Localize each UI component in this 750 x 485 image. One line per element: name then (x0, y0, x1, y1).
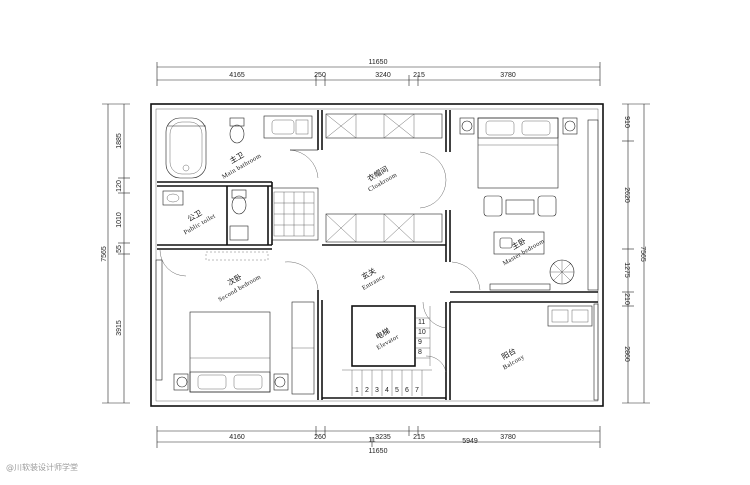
top-dim-3: 3240 (375, 72, 391, 79)
left-dim-5: 3915 (116, 320, 123, 336)
bottom-dim-extra-2: 11 (368, 437, 375, 444)
top-dim-1: 4165 (229, 72, 245, 79)
bottom-dim-3: 3235 (375, 434, 391, 441)
desk (493, 231, 545, 255)
master-bed (477, 117, 559, 189)
bottom-dim-extra-1: 5949 (462, 438, 478, 445)
public-toilet (162, 187, 319, 261)
plant-icon (549, 259, 575, 285)
tv-cabinet (489, 283, 551, 291)
top-dim-5: 3780 (500, 72, 516, 79)
stair-num-11: 11 (418, 319, 425, 326)
left-dim-3: 1010 (116, 212, 123, 228)
bottom-dim-1: 4160 (229, 434, 245, 441)
window-master (587, 119, 599, 291)
window-second (155, 259, 163, 381)
toilet-tank (229, 117, 245, 127)
left-total-dim: 7565 (101, 246, 108, 262)
toilet (229, 124, 245, 144)
laundry-sink (547, 305, 593, 327)
right-dim-2: 2620 (623, 187, 630, 203)
stair-num-4: 4 (385, 387, 389, 394)
stair-num-10: 10 (418, 329, 426, 336)
second-bed (189, 311, 271, 393)
top-total-dim: 11650 (369, 59, 388, 66)
second-bedroom-furniture (155, 259, 315, 395)
stair-num-7: 7 (415, 387, 419, 394)
shower-tiles (273, 191, 315, 237)
entrance-stairs: 11 10 9 8 1 2 3 4 5 6 7 (342, 306, 432, 396)
washbasin (162, 190, 184, 206)
sink-2 (229, 225, 249, 241)
master-bedroom-furniture (459, 117, 599, 291)
vanity (263, 115, 313, 139)
bottom-dimensions: 4160 260 3235 215 3780 5949 11 11650 (156, 426, 601, 455)
balcony-furniture (547, 303, 599, 401)
bottom-dim-4: 215 (413, 434, 425, 441)
room-labels: 主卫 Main bathroom 公卫 Public toilet 衣帽间 Cl… (183, 149, 546, 371)
right-dim-5: 2860 (623, 346, 630, 362)
right-dim-1: 910 (623, 116, 630, 128)
doors (159, 149, 481, 373)
stair-num-6: 6 (405, 387, 409, 394)
nightstand-lamp-right (564, 120, 576, 132)
bottom-dim-5: 3780 (500, 434, 516, 441)
stair-num-5: 5 (395, 387, 399, 394)
bottom-total-dim: 11650 (369, 448, 388, 455)
toilet-2 (231, 195, 247, 215)
watermark: @川软装设计师学堂 (6, 463, 78, 472)
nightstand-lamp-left (461, 120, 473, 132)
cloakroom-furniture (325, 113, 443, 243)
right-dim-3: 1275 (623, 262, 630, 278)
stair-num-2: 2 (365, 387, 369, 394)
stair-num-8: 8 (418, 349, 422, 356)
top-dim-4: 215 (413, 72, 425, 79)
toilet-tank-2 (231, 189, 247, 199)
stair-num-9: 9 (418, 339, 422, 346)
side-table (505, 199, 535, 215)
bathtub (165, 117, 207, 179)
nightstand-lamp-left-2 (176, 376, 188, 388)
armchair-right (537, 195, 557, 217)
armchair-left (483, 195, 503, 217)
top-dimensions: 11650 4165 250 3240 215 3780 (156, 59, 601, 86)
main-bathroom (165, 115, 318, 179)
interior-walls (157, 110, 598, 400)
left-dim-1: 1885 (116, 133, 123, 149)
right-dim-4: 210 (623, 293, 630, 305)
left-dimensions: 7565 1885 120 1010 55 3915 (101, 103, 130, 404)
right-total-dim: 7565 (639, 246, 646, 262)
nightstand-lamp-right-2 (274, 376, 286, 388)
top-dim-2: 250 (314, 72, 326, 79)
left-dim-2: 120 (116, 180, 123, 192)
stair-num-3: 3 (375, 387, 379, 394)
right-dimensions: 7565 910 2620 1275 210 2860 (622, 103, 650, 404)
window-balcony (593, 303, 599, 401)
outer-walls (150, 103, 604, 407)
left-dim-4: 55 (116, 245, 123, 253)
stair-num-1: 1 (355, 387, 359, 394)
bottom-dim-2: 260 (314, 434, 326, 441)
